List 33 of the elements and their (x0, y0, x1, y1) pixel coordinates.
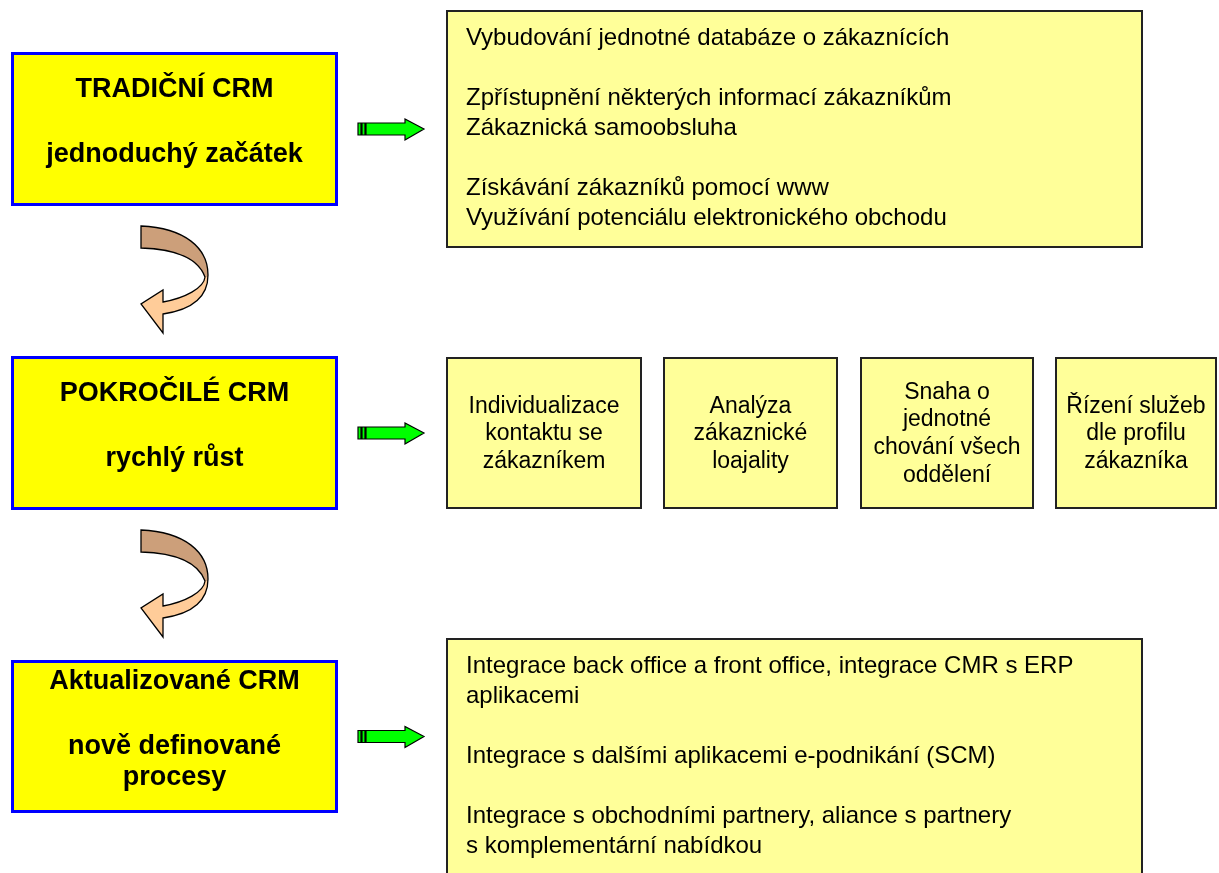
stage-box (11, 52, 338, 206)
description-text: Zpřístupnění některých informací zákazníkům (466, 82, 953, 112)
stage-title: POKROČILÉ CRM (59, 376, 290, 408)
block-arrow (357, 118, 426, 142)
feature-box (1055, 357, 1217, 509)
feature-box (663, 357, 838, 509)
description-text: Integrace s dalšími aplikacemi e-podnikání (SCM) (466, 740, 997, 770)
feature-box (446, 357, 642, 509)
description-text: s komplementární nabídkou (466, 830, 764, 860)
stage-box (11, 356, 338, 510)
feature-text: Řízení služeb dle profilu zákazníka (1065, 391, 1207, 475)
description-text: Využívání potenciálu elektronického obchodu (466, 202, 948, 232)
feature-box (860, 357, 1034, 509)
description-text: Zákaznická samoobsluha (466, 112, 738, 142)
block-arrow (357, 422, 426, 446)
stage-subtitle: nově definované procesy (66, 729, 282, 793)
stage-title: TRADIČNÍ CRM (75, 72, 274, 104)
description-text: Integrace back office a front office, integrace CMR s ERP aplikacemi (466, 650, 1074, 710)
description-text: Vybudování jednotné databáze o zákaznících (466, 22, 951, 52)
description-text: Získávání zákazníků pomocí www (466, 172, 830, 202)
curved-arrow (140, 529, 209, 638)
description-text: Integrace s obchodními partnery, aliance s partnery (466, 800, 1013, 830)
feature-text: Analýza zákaznické loajality (692, 391, 809, 475)
description-box (446, 638, 1143, 873)
description-box (446, 10, 1143, 248)
feature-text: Snaha o jednotné chování všech oddělení (872, 377, 1022, 489)
stage-subtitle: jednoduchý začátek (46, 138, 303, 170)
stage-title: Aktualizované CRM (49, 664, 300, 696)
stage-box (11, 660, 338, 813)
curved-arrow (140, 225, 209, 334)
block-arrow (357, 725, 426, 749)
feature-text: Individualizace kontaktu se zákazníkem (467, 391, 621, 475)
stage-subtitle: rychlý růst (105, 442, 244, 474)
